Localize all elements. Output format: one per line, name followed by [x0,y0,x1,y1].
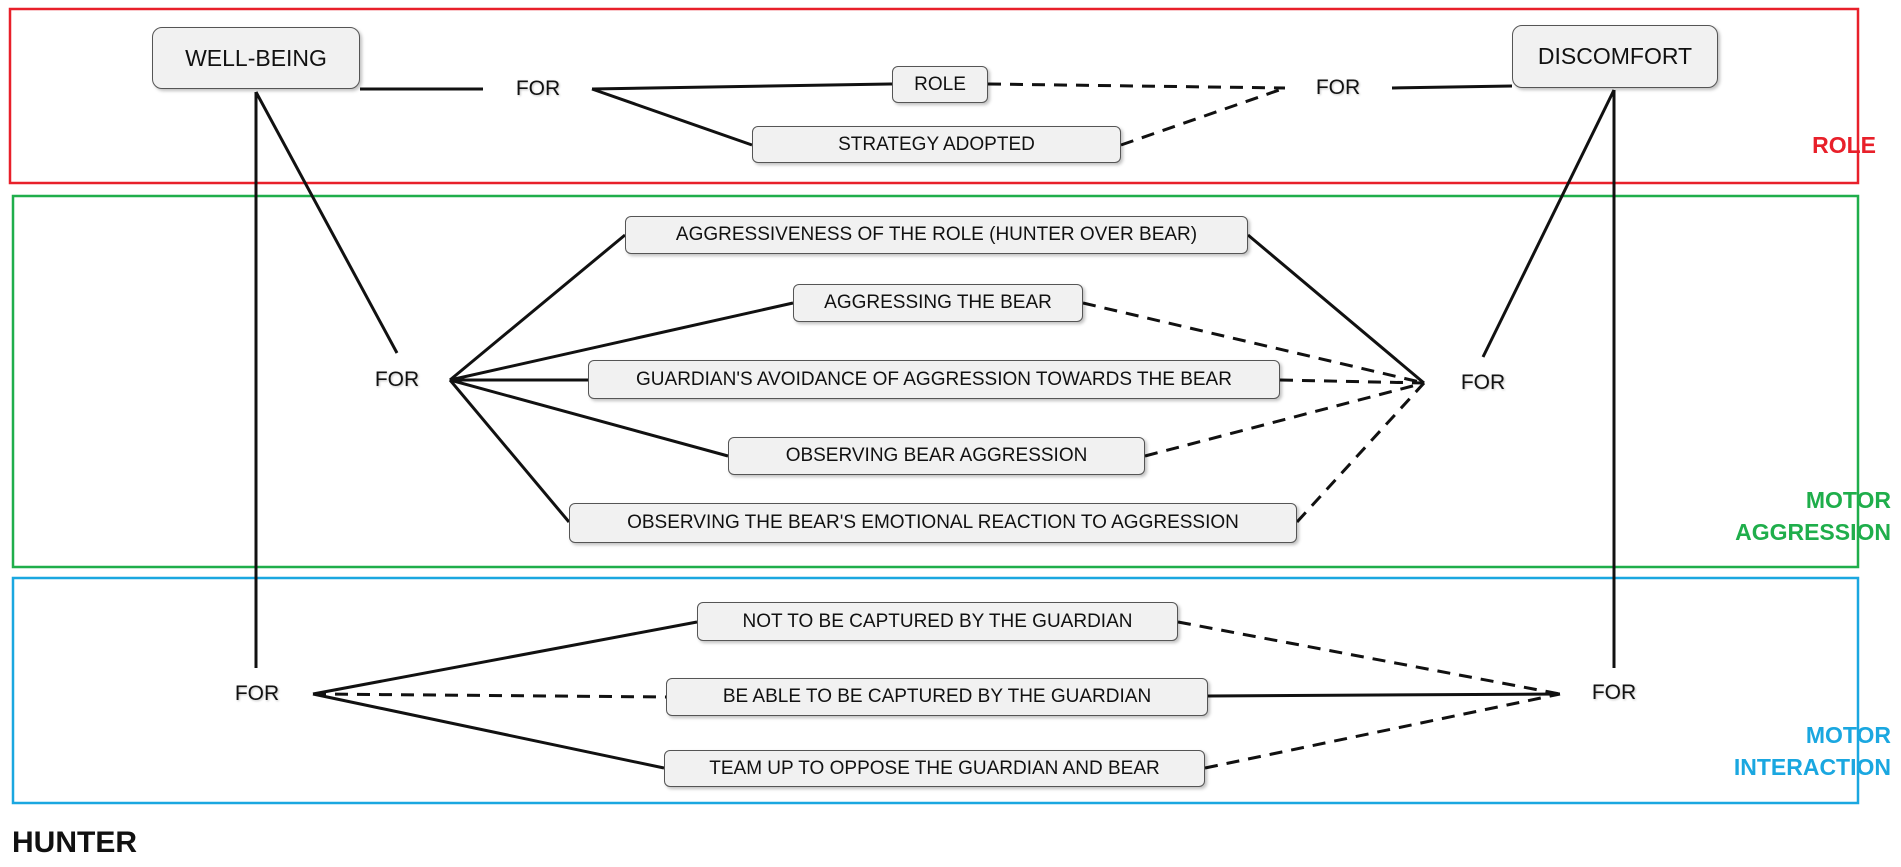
role-section-label: ROLE [1720,129,1876,161]
for-label-interaction-right: FOR [1591,681,1637,704]
connector-left-obs-emotion [448,379,571,523]
connector-for-discomfort [1391,84,1513,90]
role-label-text: ROLE [1812,132,1876,158]
discomfort-node: DISCOMFORT [1512,25,1718,88]
motor-interaction-label-line1: MOTOR [1805,722,1891,748]
motor-aggression-label-line1: MOTOR [1805,487,1891,513]
dashed-obs-emotion-right [1295,381,1426,524]
observing-bear-aggression-node: OBSERVING BEAR AGGRESSION [728,437,1145,475]
for-label-interaction-left: FOR [234,682,280,705]
team-up-node: TEAM UP TO OPPOSE THE GUARDIAN AND BEAR [664,750,1205,787]
dashed-not-captured-right [1177,620,1561,696]
dashed-strategy-for [1120,86,1286,147]
observing-emotional-reaction-node: OBSERVING THE BEAR'S EMOTIONAL REACTION … [569,503,1297,543]
role-node: ROLE [892,66,988,103]
guardian-avoidance-node: GUARDIAN'S AVOIDANCE OF AGGRESSION TOWAR… [588,360,1280,399]
motor-interaction-section-label: MOTOR INTERACTION [1720,719,1891,783]
dashed-role-for [987,82,1286,90]
dashed-left-captured [312,692,667,699]
connector-left-obs-aggr [449,378,729,458]
able-captured-node: BE ABLE TO BE CAPTURED BY THE GUARDIAN [666,678,1208,716]
dashed-aggr-bear-right [1082,301,1425,385]
connector-left-team-up [312,692,665,770]
for-label-aggression-right: FOR [1460,371,1506,394]
motor-interaction-label-line2: INTERACTION [1733,754,1891,780]
aggressiveness-role-node: AGGRESSIVENESS OF THE ROLE (HUNTER OVER … [625,216,1248,254]
motor-aggression-section-label: MOTOR AGGRESSION [1720,484,1891,548]
connector-left-aggr-role [449,233,626,382]
role-section-frame [8,7,1860,185]
for-label-role-left: FOR [515,77,561,100]
dashed-guardian-avoid-right [1279,378,1425,385]
connector-for-role [591,82,893,91]
well-being-node: WELL-BEING [152,27,360,89]
connector-left-not-captured [312,620,698,696]
connector-wellbeing-aggression [254,91,399,354]
dashed-obs-aggr-right [1144,381,1425,458]
connector-left-aggr-bear [449,301,794,382]
diagram-title: HUNTER [12,826,137,859]
motor-interaction-section-frame [11,576,1860,805]
connector-right-aggr-role [1247,233,1425,385]
not-captured-node: NOT TO BE CAPTURED BY THE GUARDIAN [697,602,1178,641]
connector-right-captured [1207,692,1561,698]
for-label-role-right: FOR [1315,76,1361,99]
for-label-aggression-left: FOR [374,368,420,391]
connector-for-strategy [591,87,753,147]
motor-aggression-section-frame [11,194,1860,569]
strategy-adopted-node: STRATEGY ADOPTED [752,126,1121,163]
motor-aggression-label-line2: AGGRESSION [1735,519,1891,545]
dashed-team-up-right [1204,692,1561,770]
aggressing-bear-node: AGGRESSING THE BEAR [793,284,1083,322]
connector-discomfort-aggression [1481,89,1616,358]
